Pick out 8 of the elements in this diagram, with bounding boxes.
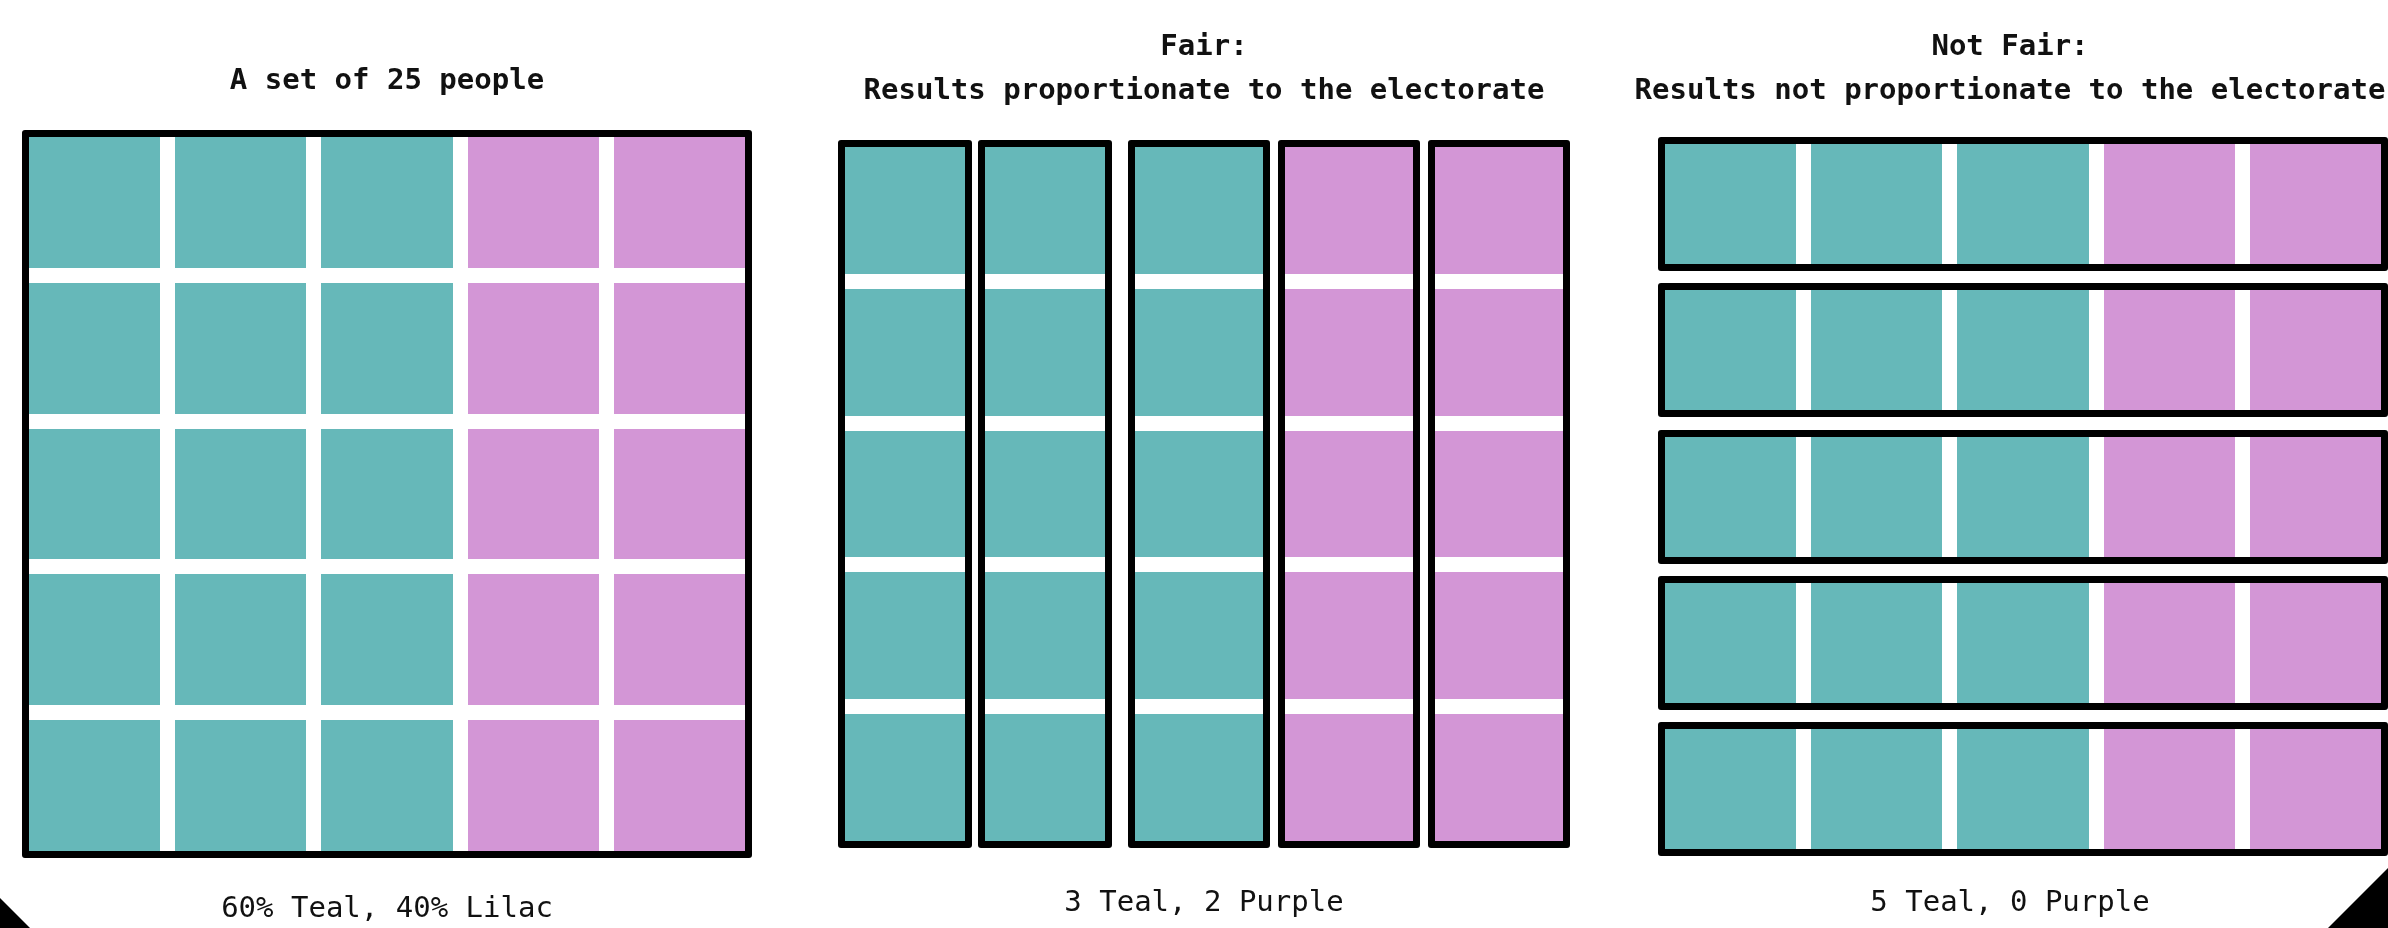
panel-heading: Fair: [1160,28,1248,62]
panel-caption: 60% Teal, 40% Lilac [221,890,553,924]
panel-heading: A set of 25 people [229,62,545,96]
panel-heading: Not Fair: [1931,28,2089,62]
panel-caption: 3 Teal, 2 Purple [1064,884,1344,918]
panel-caption: 5 Teal, 0 Purple [1870,884,2150,918]
panel-subheading: Results not proportionate to the electorate [1634,72,2386,106]
panel-subheading: Results proportionate to the electorate [863,72,1545,106]
